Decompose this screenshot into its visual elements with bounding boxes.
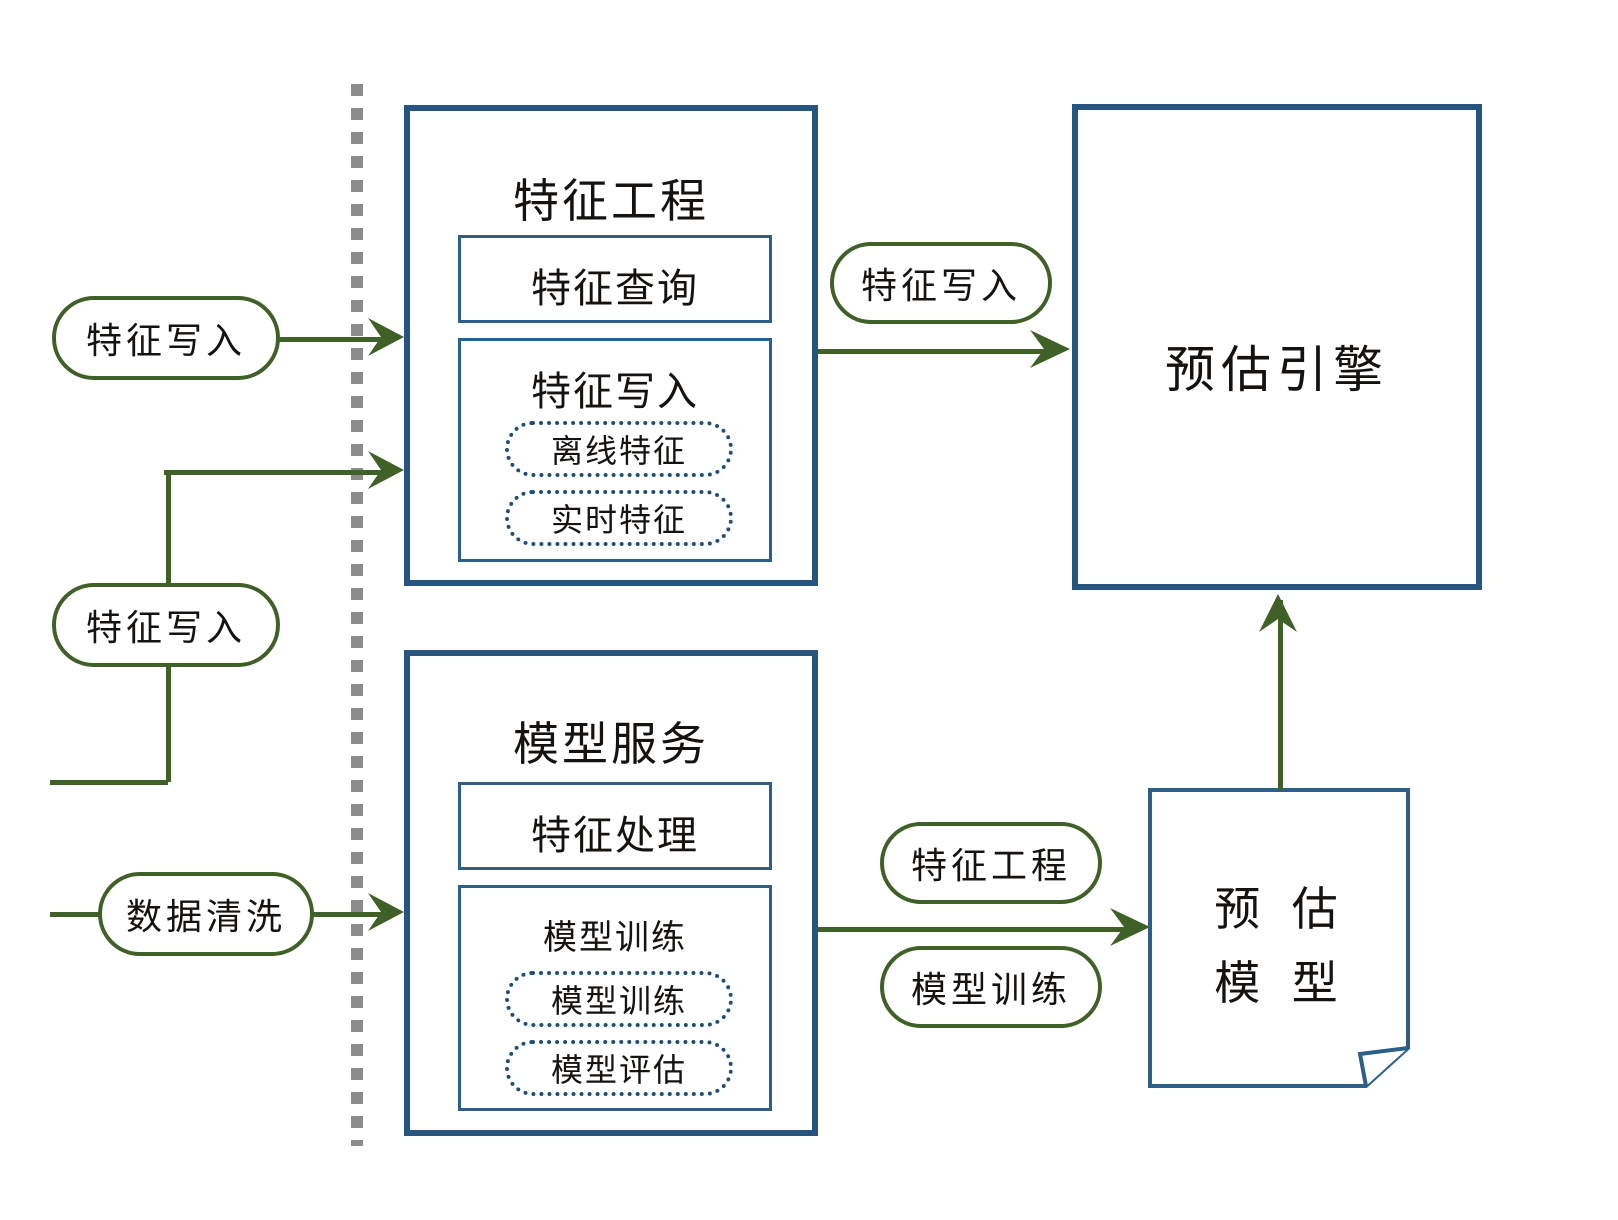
feature-processing-label: 特征处理: [531, 813, 699, 858]
model-service-title: 模型服务: [513, 719, 709, 770]
feature-query-label: 特征查询: [531, 266, 699, 311]
chip-realtime-feature[interactable]: 实时特征: [505, 490, 733, 546]
pill-edge-model-training[interactable]: 模型训练: [880, 946, 1102, 1028]
prediction-model-line-1: 预 估: [1214, 884, 1348, 935]
chip-model-evaluation[interactable]: 模型评估: [505, 1040, 733, 1096]
connector-prediction-model-to-prediction-engine: [1278, 600, 1283, 790]
feature-write-label: 特征写入: [531, 369, 699, 414]
prediction-engine-label: 预估引擎: [1165, 342, 1389, 398]
pill-feature-write-top[interactable]: 特征写入: [52, 296, 280, 380]
pill-data-cleaning[interactable]: 数据清洗: [98, 872, 314, 956]
prediction-engine-box[interactable]: 预估引擎: [1072, 104, 1482, 590]
connector-mid-pill-vertical: [166, 470, 171, 592]
connector-mid-pill-to-feature-engineering: [164, 470, 391, 475]
pill-edge-feature-write-to-engine[interactable]: 特征写入: [830, 242, 1052, 324]
model-service-box[interactable]: 模型服务 特征处理 模型训练 模型训练 模型评估: [404, 650, 818, 1136]
feature-query-box[interactable]: 特征查询: [458, 235, 772, 323]
model-training-box[interactable]: 模型训练 模型训练 模型评估: [458, 885, 772, 1111]
pill-edge-feature-engineering[interactable]: 特征工程: [880, 822, 1102, 904]
prediction-model-line-2: 模 型: [1214, 958, 1348, 1009]
connector-data-cleaning-left-stub: [50, 912, 102, 917]
pill-feature-write-mid[interactable]: 特征写入: [52, 583, 280, 667]
connector-data-cleaning-to-model-service: [310, 912, 390, 917]
chip-offline-feature[interactable]: 离线特征: [505, 421, 733, 477]
feature-engineering-title: 特征工程: [513, 176, 709, 227]
document-outline-icon: [1148, 788, 1410, 1088]
feature-processing-box[interactable]: 特征处理: [458, 782, 772, 870]
feature-engineering-box[interactable]: 特征工程 特征查询 特征写入 离线特征 实时特征: [404, 105, 818, 586]
connector-mid-pill-down-stem: [166, 662, 171, 782]
connector-top-pill-to-feature-engineering: [276, 337, 391, 342]
model-training-label: 模型训练: [543, 920, 687, 957]
connector-mid-pill-left-tail: [50, 780, 168, 785]
lane-divider-dotted-line: [351, 84, 363, 1146]
prediction-model-document[interactable]: 预 估 模 型: [1148, 788, 1414, 1090]
connector-model-service-to-prediction-model: [818, 927, 1128, 932]
chip-model-training[interactable]: 模型训练: [505, 971, 733, 1027]
connector-feature-engineering-to-prediction-engine: [818, 349, 1048, 354]
feature-write-box[interactable]: 特征写入 离线特征 实时特征: [458, 338, 772, 562]
